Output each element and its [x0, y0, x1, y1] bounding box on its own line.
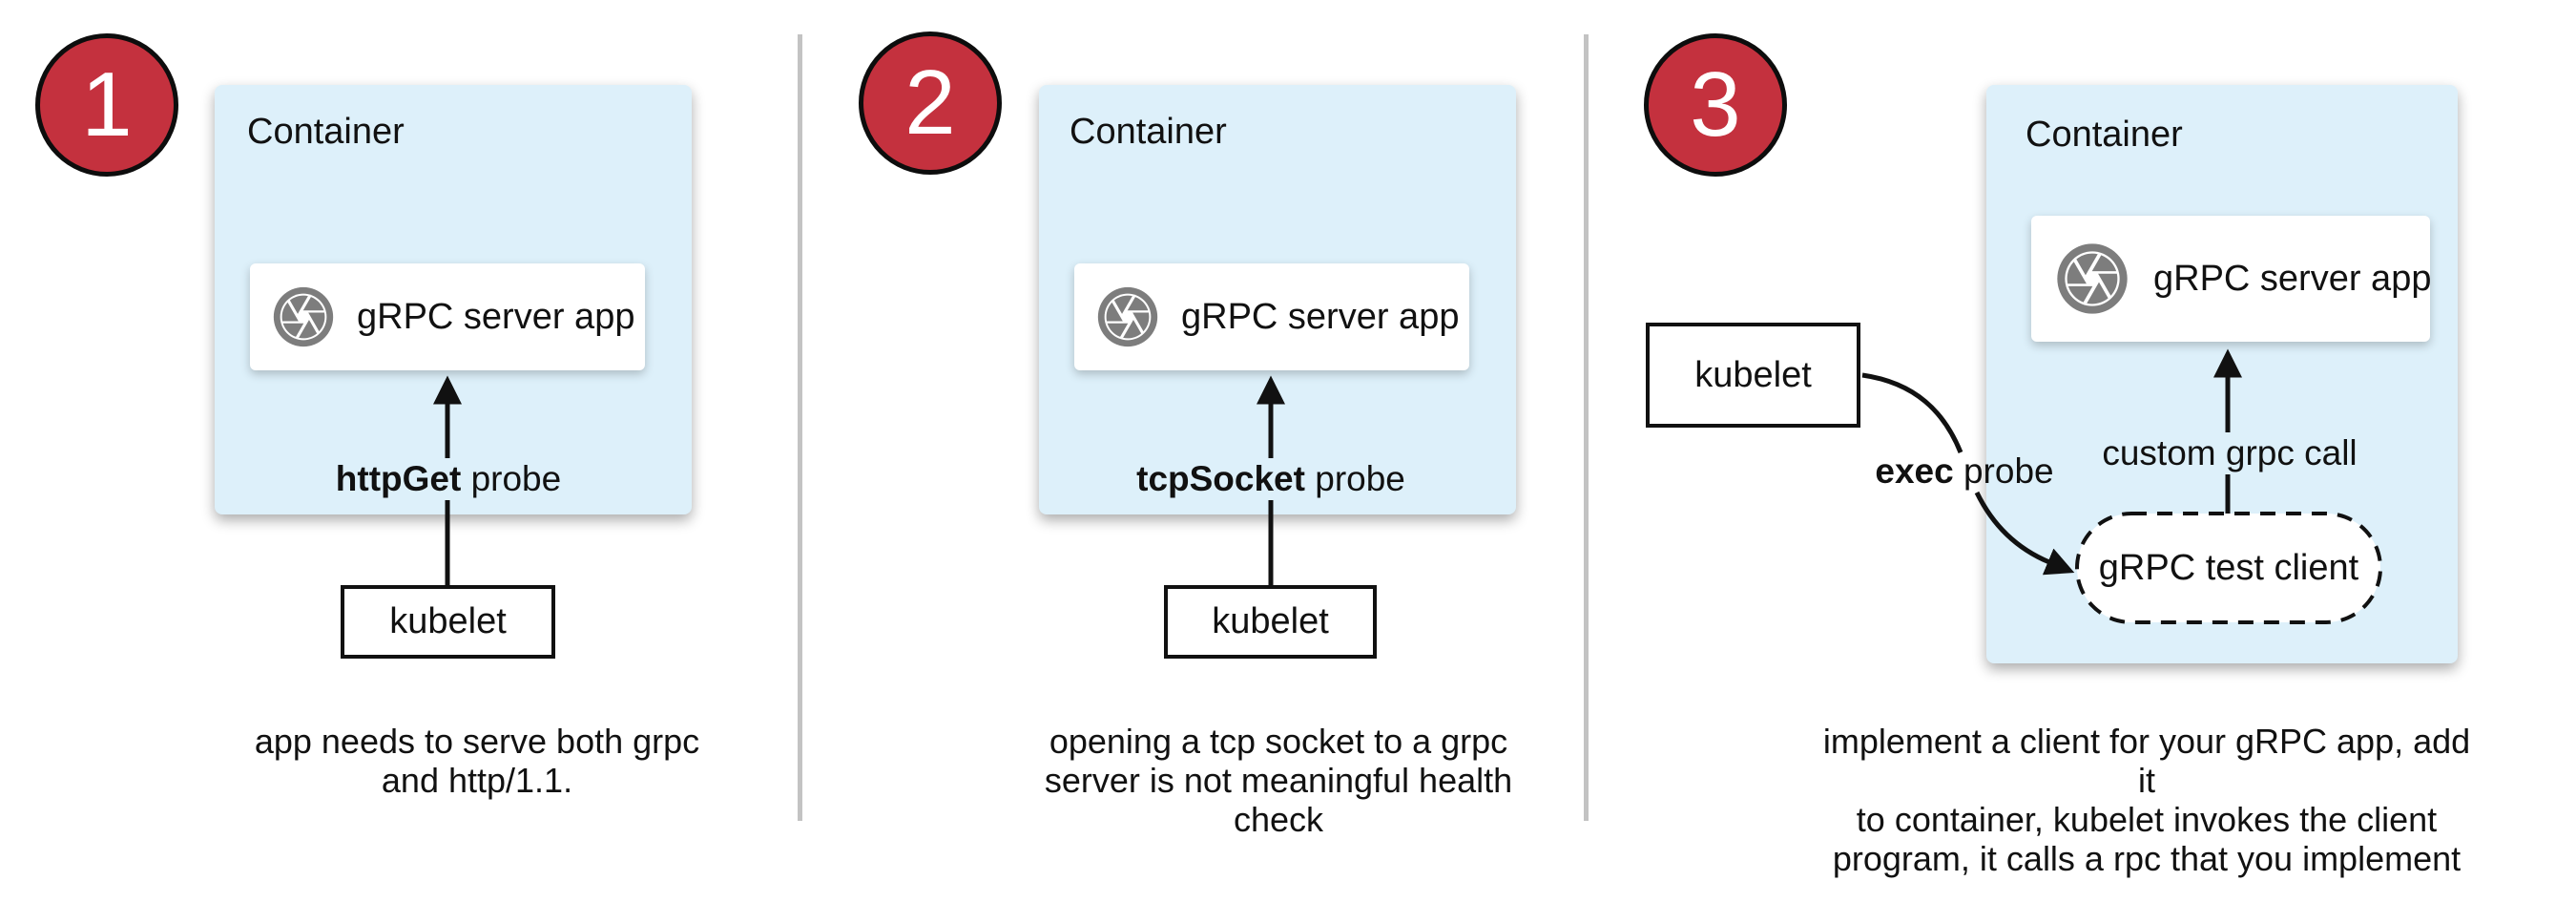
caption-line: server is not meaningful health: [1044, 761, 1513, 800]
caption-3: implement a client for your gRPC app, ad…: [1813, 722, 2481, 878]
probe-keyword: tcpSocket: [1136, 459, 1305, 498]
kubelet-box-1: kubelet: [341, 585, 555, 659]
step-badge-1: 1: [35, 33, 178, 177]
kubelet-label: kubelet: [389, 601, 507, 641]
probe-label-wrap-3: exec probe: [1821, 451, 2108, 493]
exec-probe-label: exec probe: [1871, 451, 2057, 493]
caption-2: opening a tcp socket to a grpc server is…: [945, 722, 1612, 839]
container-label-2: Container: [1070, 112, 1227, 152]
caption-line: app needs to serve both grpc: [254, 722, 700, 761]
panel-divider-2: [1584, 34, 1589, 821]
custom-grpc-call-label: custom grpc call: [2092, 432, 2367, 474]
probe-word: probe: [1953, 451, 2054, 491]
tcpsocket-probe-label: tcpSocket probe: [1127, 458, 1415, 500]
kubelet-box-2: kubelet: [1164, 585, 1377, 659]
step-number: 2: [904, 52, 956, 154]
probe-keyword: httpGet: [335, 459, 462, 498]
step-badge-3: 3: [1644, 33, 1787, 177]
probe-word: probe: [461, 459, 562, 498]
grpc-server-app-label: gRPC server app: [2153, 258, 2432, 299]
caption-1: app needs to serve both grpc and http/1.…: [143, 722, 811, 800]
step-number: 1: [81, 53, 133, 156]
step-number: 3: [1690, 53, 1741, 156]
kubelet-label: kubelet: [1212, 601, 1329, 641]
caption-line: check: [1233, 800, 1324, 839]
probe-label-wrap-2: tcpSocket probe: [1127, 458, 1415, 500]
grpc-aperture-icon: [273, 286, 334, 347]
grpc-aperture-icon: [1097, 286, 1158, 347]
grpc-server-app-box-1: gRPC server app: [250, 263, 645, 370]
container-label-1: Container: [247, 112, 405, 152]
caption-line: to container, kubelet invokes the client: [1856, 800, 2438, 839]
step-badge-2: 2: [859, 31, 1002, 175]
kubelet-label: kubelet: [1694, 354, 1812, 395]
probe-keyword: exec: [1875, 451, 1954, 491]
caption-line: and http/1.1.: [381, 761, 573, 800]
grpc-server-app-label: gRPC server app: [357, 296, 635, 337]
httpget-probe-label: httpGet probe: [325, 458, 571, 500]
grpc-test-client-label: gRPC test client: [2098, 547, 2359, 588]
panel-divider-1: [798, 34, 802, 821]
probe-word: probe: [1304, 459, 1405, 498]
container-label-3: Container: [2025, 115, 2183, 155]
grpc-server-app-box-2: gRPC server app: [1074, 263, 1469, 370]
kubelet-box-3: kubelet: [1646, 323, 1860, 428]
caption-line: program, it calls a rpc that you impleme…: [1832, 839, 2462, 878]
grpc-server-app-label: gRPC server app: [1181, 296, 1460, 337]
grpc-server-app-box-3: gRPC server app: [2031, 216, 2432, 342]
caption-line: opening a tcp socket to a grpc: [1049, 722, 1508, 761]
caption-line: implement a client for your gRPC app, ad…: [1822, 722, 2471, 800]
grpc-aperture-icon: [2057, 243, 2128, 314]
exec-probe-arrow-upper: [1861, 372, 1963, 453]
probe-label-wrap-1: httpGet probe: [305, 458, 592, 500]
call-label-wrap: custom grpc call: [2087, 432, 2373, 474]
